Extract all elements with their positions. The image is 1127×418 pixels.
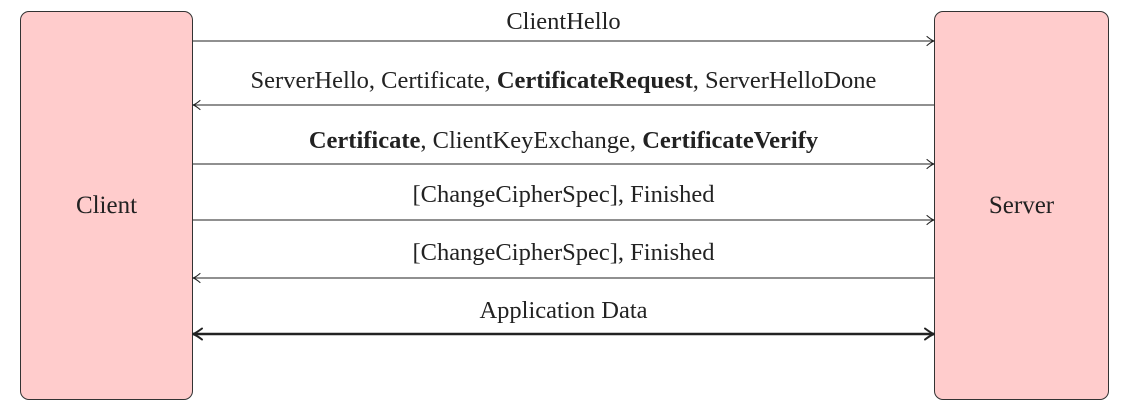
message-label-part: [ChangeCipherSpec], Finished <box>412 239 715 266</box>
message-arrow-2 <box>192 99 934 111</box>
message-label-4: [ChangeCipherSpec], Finished <box>193 181 934 209</box>
message-label-3: Certificate, ClientKeyExchange, Certific… <box>193 127 934 155</box>
message-arrow-6 <box>192 327 935 341</box>
message-label-part: CertificateVerify <box>642 127 819 154</box>
message-label-6: Application Data <box>193 297 934 325</box>
message-label-part: , ServerHelloDone <box>692 67 877 94</box>
message-arrow-1 <box>193 35 935 47</box>
message-label-part: Application Data <box>479 297 648 324</box>
message-arrow-5 <box>192 272 934 284</box>
message-label-2: ServerHello, Certificate, CertificateReq… <box>193 67 934 95</box>
message-label-part: ClientHello <box>506 8 621 35</box>
message-arrow-3 <box>193 158 935 170</box>
server-label: Server <box>988 191 1055 219</box>
message-label-1: ClientHello <box>193 8 934 36</box>
message-label-part: Certificate <box>308 127 421 154</box>
message-label-part: , ClientKeyExchange, <box>420 127 643 154</box>
message-label-part: CertificateRequest <box>496 67 693 94</box>
message-label-5: [ChangeCipherSpec], Finished <box>193 239 934 267</box>
message-arrow-4 <box>193 214 935 226</box>
server-box: Server <box>934 11 1109 400</box>
message-label-part: [ChangeCipherSpec], Finished <box>412 181 715 208</box>
client-box: Client <box>20 11 193 400</box>
message-label-part: ServerHello, Certificate, <box>250 67 497 94</box>
client-label: Client <box>75 191 138 219</box>
